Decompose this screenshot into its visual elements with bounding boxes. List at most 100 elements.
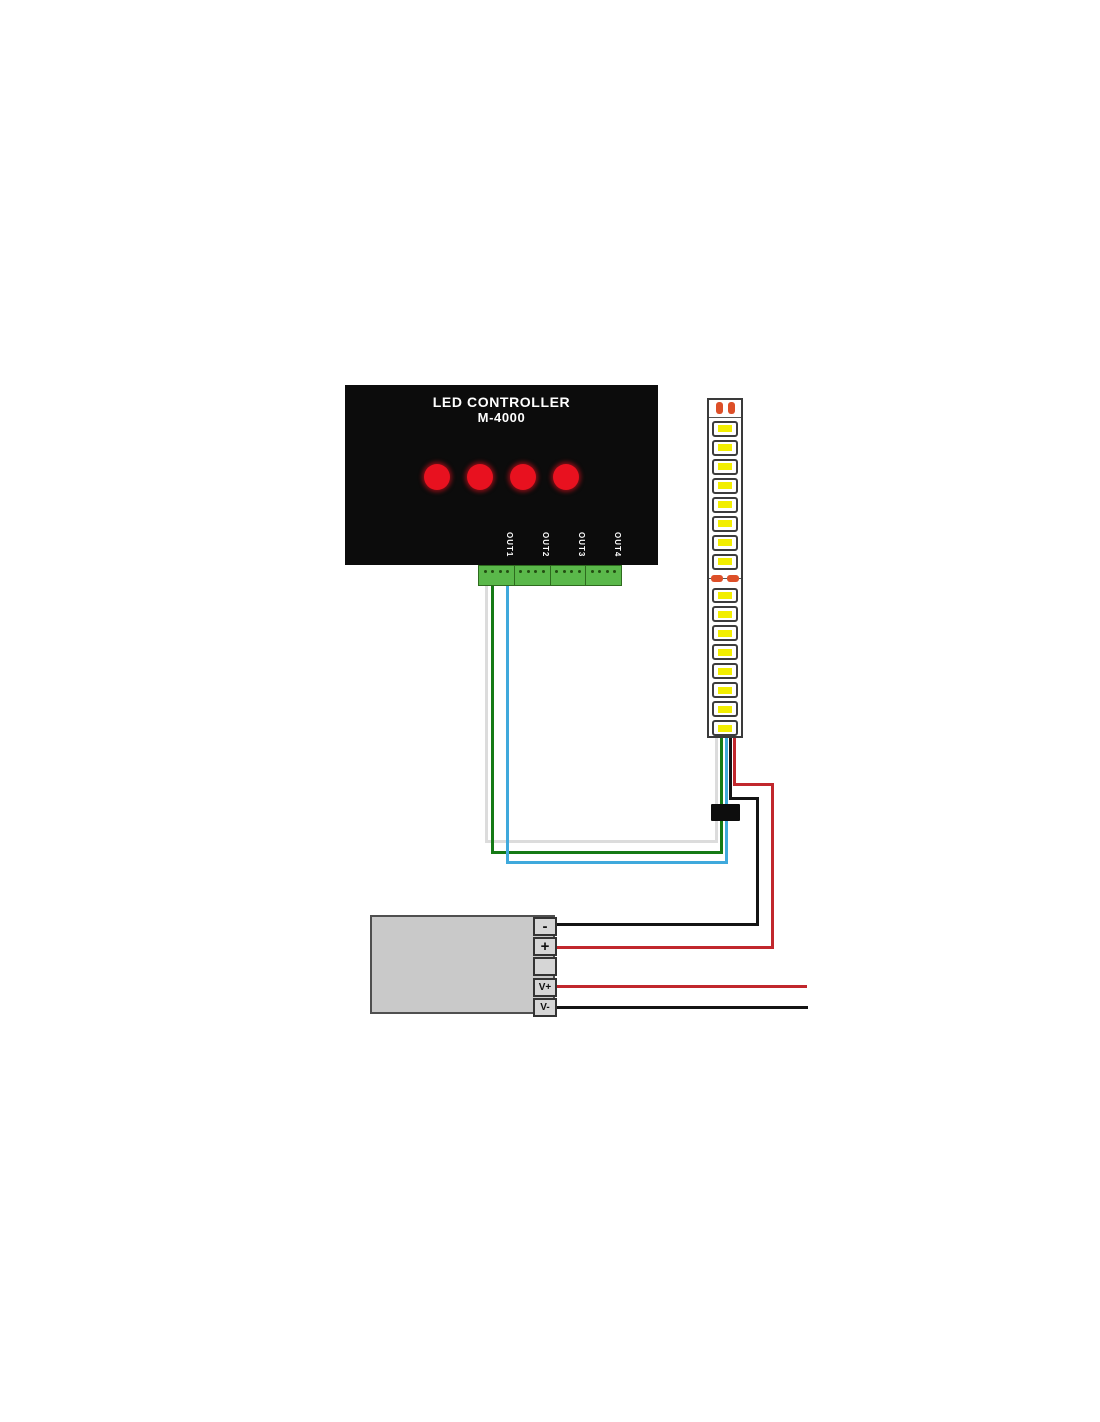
psu-terminal-vminus: V- bbox=[533, 998, 557, 1017]
wire-red-v-plus-lead bbox=[557, 985, 807, 988]
led-chip bbox=[712, 644, 738, 661]
led-chip bbox=[712, 439, 738, 456]
led-emitter bbox=[718, 629, 732, 637]
led-chip bbox=[712, 625, 738, 642]
wire-white-vertical-left bbox=[485, 586, 488, 843]
controller-title: LED CONTROLLER bbox=[432, 394, 571, 410]
led-chip bbox=[712, 606, 738, 623]
solder-pad bbox=[727, 402, 735, 415]
solder-pad bbox=[711, 575, 723, 583]
led-chip bbox=[712, 477, 738, 494]
wire-blue-vertical-left bbox=[506, 586, 509, 864]
led-emitter bbox=[718, 610, 732, 618]
led-chip bbox=[712, 701, 738, 718]
wire-blue-horizontal bbox=[506, 861, 728, 864]
output-label: OUT2 bbox=[541, 532, 550, 558]
led-emitter bbox=[718, 686, 732, 694]
controller-red-button[interactable] bbox=[553, 464, 579, 490]
led-chip bbox=[712, 458, 738, 475]
psu-terminal-minus: - bbox=[533, 917, 557, 936]
controller-red-button[interactable] bbox=[510, 464, 536, 490]
wire-white-vertical-right bbox=[715, 736, 718, 843]
psu-terminal-vplus: V+ bbox=[533, 978, 557, 997]
solder-pad bbox=[727, 575, 739, 583]
output-label: OUT4 bbox=[613, 532, 622, 558]
wire-black-strip-stub bbox=[729, 736, 732, 800]
solder-pads-top bbox=[709, 400, 741, 418]
wire-green-vertical-left bbox=[491, 586, 494, 854]
led-chip bbox=[712, 420, 738, 437]
wire-green-vertical-right bbox=[720, 736, 723, 854]
led-emitter bbox=[718, 482, 732, 490]
power-supply-box bbox=[370, 915, 555, 1014]
wire-blue-vertical-right bbox=[725, 736, 728, 864]
psu-terminal-blank bbox=[533, 957, 557, 976]
output-terminal-block bbox=[478, 565, 622, 586]
led-emitter bbox=[718, 591, 732, 599]
screw-dot bbox=[534, 570, 538, 573]
terminal-section bbox=[515, 566, 551, 585]
solder-pad bbox=[715, 402, 723, 415]
screw-dot bbox=[570, 570, 574, 573]
screw-dot bbox=[605, 570, 609, 573]
controller-red-button[interactable] bbox=[467, 464, 493, 490]
led-emitter bbox=[718, 539, 732, 547]
led-emitter bbox=[718, 705, 732, 713]
led-emitter bbox=[718, 444, 732, 452]
psu-terminal-plus: + bbox=[533, 937, 557, 956]
wire-red-to-plus-terminal bbox=[557, 946, 774, 949]
wire-black-to-minus-terminal bbox=[557, 923, 759, 926]
screw-dot bbox=[506, 570, 510, 573]
screw-dot bbox=[555, 570, 559, 573]
led-chip bbox=[712, 720, 738, 737]
strip-cut-junction bbox=[709, 573, 741, 585]
screw-dot bbox=[562, 570, 566, 573]
screw-dot bbox=[526, 570, 530, 573]
wire-black-jog bbox=[729, 797, 759, 800]
led-strip bbox=[707, 398, 743, 738]
terminal-section bbox=[586, 566, 621, 585]
led-chip bbox=[712, 534, 738, 551]
led-chip bbox=[712, 682, 738, 699]
screw-dot bbox=[541, 570, 545, 573]
wire-red-jog bbox=[733, 783, 774, 786]
output-label: OUT1 bbox=[505, 532, 514, 558]
led-emitter bbox=[718, 667, 732, 675]
led-controller-box: LED CONTROLLER M-4000 OUT1 OUT2 OUT3 OUT4 bbox=[345, 385, 658, 565]
cut-line bbox=[709, 577, 741, 579]
wire-green-horizontal bbox=[491, 851, 723, 854]
led-emitter bbox=[718, 501, 732, 509]
wire-red-strip-stub bbox=[733, 736, 736, 786]
led-emitter bbox=[718, 520, 732, 528]
controller-output-labels: OUT1 OUT2 OUT3 OUT4 bbox=[478, 529, 622, 561]
screw-dot bbox=[519, 570, 523, 573]
led-emitter bbox=[718, 558, 732, 566]
led-emitter bbox=[718, 463, 732, 471]
output-label: OUT3 bbox=[577, 532, 586, 558]
screw-dot bbox=[498, 570, 502, 573]
screw-dot bbox=[577, 570, 581, 573]
led-emitter bbox=[718, 724, 732, 732]
terminal-section bbox=[479, 566, 515, 585]
led-chip bbox=[712, 496, 738, 513]
controller-red-button[interactable] bbox=[424, 464, 450, 490]
wire-black-v-minus-lead bbox=[557, 1006, 808, 1009]
led-emitter bbox=[718, 648, 732, 656]
led-emitter bbox=[718, 425, 732, 433]
wire-red-vertical bbox=[771, 783, 774, 949]
controller-button-row bbox=[345, 464, 658, 490]
controller-model: M-4000 bbox=[477, 410, 526, 426]
screw-dot bbox=[613, 570, 617, 573]
wire-white-horizontal bbox=[485, 840, 718, 843]
screw-dot bbox=[483, 570, 487, 573]
led-chip bbox=[712, 587, 738, 604]
screw-dot bbox=[598, 570, 602, 573]
terminal-section bbox=[551, 566, 587, 585]
screw-dot bbox=[590, 570, 594, 573]
inline-connector-block bbox=[711, 804, 740, 821]
led-chip bbox=[712, 663, 738, 680]
led-chip bbox=[712, 515, 738, 532]
wire-black-vertical bbox=[756, 797, 759, 926]
led-chip bbox=[712, 553, 738, 570]
